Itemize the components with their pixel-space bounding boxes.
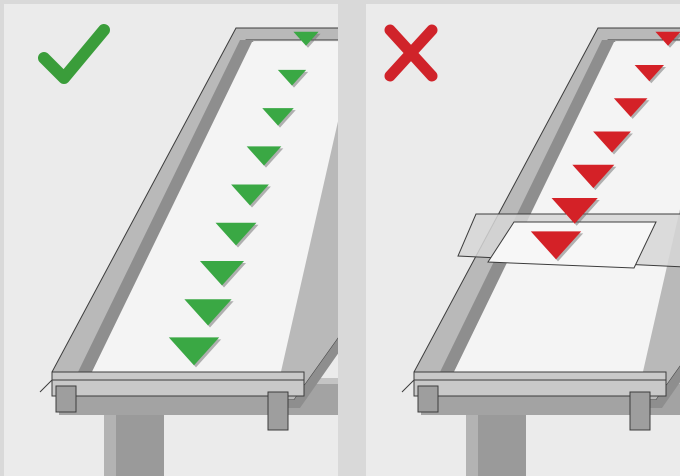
flow-arrow: [168, 337, 220, 366]
cross-icon: [384, 24, 438, 82]
support-post: [104, 415, 164, 476]
checkmark-icon: [38, 24, 110, 84]
left-rail-inner: [440, 40, 616, 372]
right-rail-shade: [634, 366, 680, 408]
near-channel-foot-right: [629, 391, 651, 431]
panel-scene: [401, 27, 680, 476]
flow-arrow: [551, 198, 598, 224]
left-rail-inner: [78, 40, 254, 372]
near-channel-foot-left: [55, 385, 77, 413]
drip-edge: [401, 379, 666, 393]
panel-correct: [4, 4, 338, 476]
flow-arrow: [593, 131, 631, 153]
panel-scene: [39, 27, 338, 476]
near-channel-foot-right: [267, 391, 289, 431]
drip-edge: [39, 379, 304, 393]
support-post: [466, 415, 526, 476]
near-channel: [413, 371, 667, 397]
flow-arrow: [262, 108, 294, 126]
support-post-face: [104, 415, 116, 476]
flow-arrow: [634, 64, 665, 82]
flow-arrow: [246, 146, 282, 166]
near-channel-foot-left: [417, 385, 439, 413]
support-post-face: [466, 415, 478, 476]
flow-arrow: [530, 231, 582, 260]
flow-arrow: [613, 98, 648, 117]
flow-arrow: [277, 69, 307, 86]
flow-arrow: [231, 184, 269, 206]
flow-arrow: [184, 299, 232, 326]
panel-incorrect: [366, 4, 680, 476]
roof-sheet: [90, 42, 338, 376]
flow-arrow: [215, 222, 257, 246]
near-channel: [51, 371, 305, 397]
flow-arrow: [199, 260, 245, 286]
flow-arrow: [293, 31, 319, 46]
flow-arrow: [572, 164, 615, 189]
flow-arrow: [655, 31, 680, 46]
